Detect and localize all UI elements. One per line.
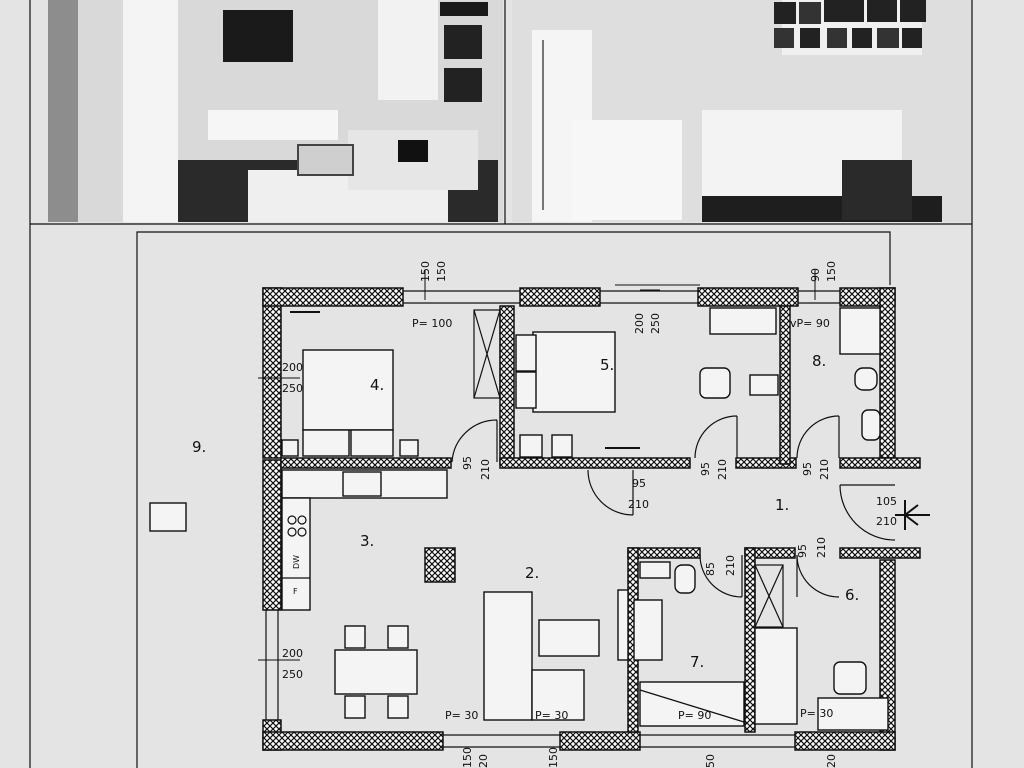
sofa bbox=[483, 591, 533, 721]
dimension-label: 95 bbox=[699, 462, 712, 476]
parapet-label: P= 30 bbox=[445, 709, 479, 722]
dimension-label: 210 bbox=[724, 555, 737, 576]
dimension-label: 50 bbox=[704, 754, 717, 768]
room-label-9: 9. bbox=[192, 438, 207, 456]
dimension-label: 105 bbox=[876, 495, 897, 508]
dimension-label: 150 bbox=[461, 747, 474, 768]
bed-room-4 bbox=[302, 349, 394, 431]
room-label-4: 4. bbox=[370, 376, 385, 394]
bed-room-6 bbox=[754, 627, 798, 725]
desk-room-6 bbox=[817, 697, 889, 731]
toilet-room-7 bbox=[674, 564, 696, 594]
room-label-6: 6. bbox=[845, 586, 860, 604]
dimension-label: 250 bbox=[649, 313, 662, 334]
terrace-furniture bbox=[149, 502, 187, 532]
interior-photo-bedroom bbox=[512, 0, 972, 222]
dimension-label: 250 bbox=[282, 668, 303, 681]
dimension-label: 20 bbox=[825, 754, 838, 768]
parapet-label: P= 90 bbox=[678, 709, 712, 722]
wall-left-upper bbox=[262, 287, 282, 459]
dimension-label: 150 bbox=[419, 261, 432, 282]
dimension-label: 210 bbox=[628, 498, 649, 511]
dimension-label: 150 bbox=[825, 261, 838, 282]
wall-right-upper bbox=[879, 287, 896, 459]
dimension-label: 20 bbox=[477, 754, 490, 768]
dining-table bbox=[334, 649, 418, 695]
dimension-label: 90 bbox=[809, 268, 822, 282]
parapet-label: vP= 90 bbox=[790, 317, 830, 330]
room-label-1: 1. bbox=[775, 496, 790, 514]
room-label-5: 5. bbox=[600, 356, 615, 374]
interior-photo-living-room bbox=[48, 0, 503, 222]
double-sink bbox=[633, 599, 663, 661]
parapet-label: P= 30 bbox=[800, 707, 834, 720]
dimension-label: 95 bbox=[632, 477, 646, 490]
dimension-label: 85 bbox=[704, 562, 717, 576]
dimension-label: 95 bbox=[461, 456, 474, 470]
kitchen-counter-side bbox=[281, 497, 311, 611]
column bbox=[424, 547, 456, 583]
dimension-label: 210 bbox=[815, 537, 828, 558]
chair-room-5 bbox=[699, 367, 731, 399]
chair-room-6 bbox=[833, 661, 867, 695]
sink-room-8 bbox=[861, 409, 881, 441]
parapet-label: P= 100 bbox=[412, 317, 453, 330]
wall-left-mid bbox=[262, 459, 282, 611]
dishwasher-label: DW bbox=[292, 554, 302, 570]
dimension-label: 210 bbox=[479, 459, 492, 480]
dimension-label: 95 bbox=[801, 462, 814, 476]
coffee-table bbox=[538, 619, 600, 657]
dimension-label: 200 bbox=[282, 361, 303, 374]
room-label-2: 2. bbox=[525, 564, 540, 582]
toilet-room-8 bbox=[854, 367, 878, 391]
dimension-label: 210 bbox=[818, 459, 831, 480]
parapet-label: P= 30 bbox=[535, 709, 569, 722]
fridge-label: F bbox=[293, 587, 298, 596]
dimension-label: 200 bbox=[633, 313, 646, 334]
room-label-3: 3. bbox=[360, 532, 375, 550]
dimension-label: 150 bbox=[435, 261, 448, 282]
bed-room-5 bbox=[532, 331, 616, 413]
shower-room-8 bbox=[839, 307, 881, 355]
bathtub bbox=[639, 681, 745, 727]
dimension-label: 210 bbox=[876, 515, 897, 528]
dimension-label: 210 bbox=[716, 459, 729, 480]
room-label-7: 7. bbox=[690, 653, 705, 671]
room-label-8: 8. bbox=[812, 352, 827, 370]
dimension-label: 95 bbox=[796, 544, 809, 558]
dimension-label: 250 bbox=[282, 382, 303, 395]
dimension-label: 200 bbox=[282, 647, 303, 660]
dimension-label: 150 bbox=[547, 747, 560, 768]
